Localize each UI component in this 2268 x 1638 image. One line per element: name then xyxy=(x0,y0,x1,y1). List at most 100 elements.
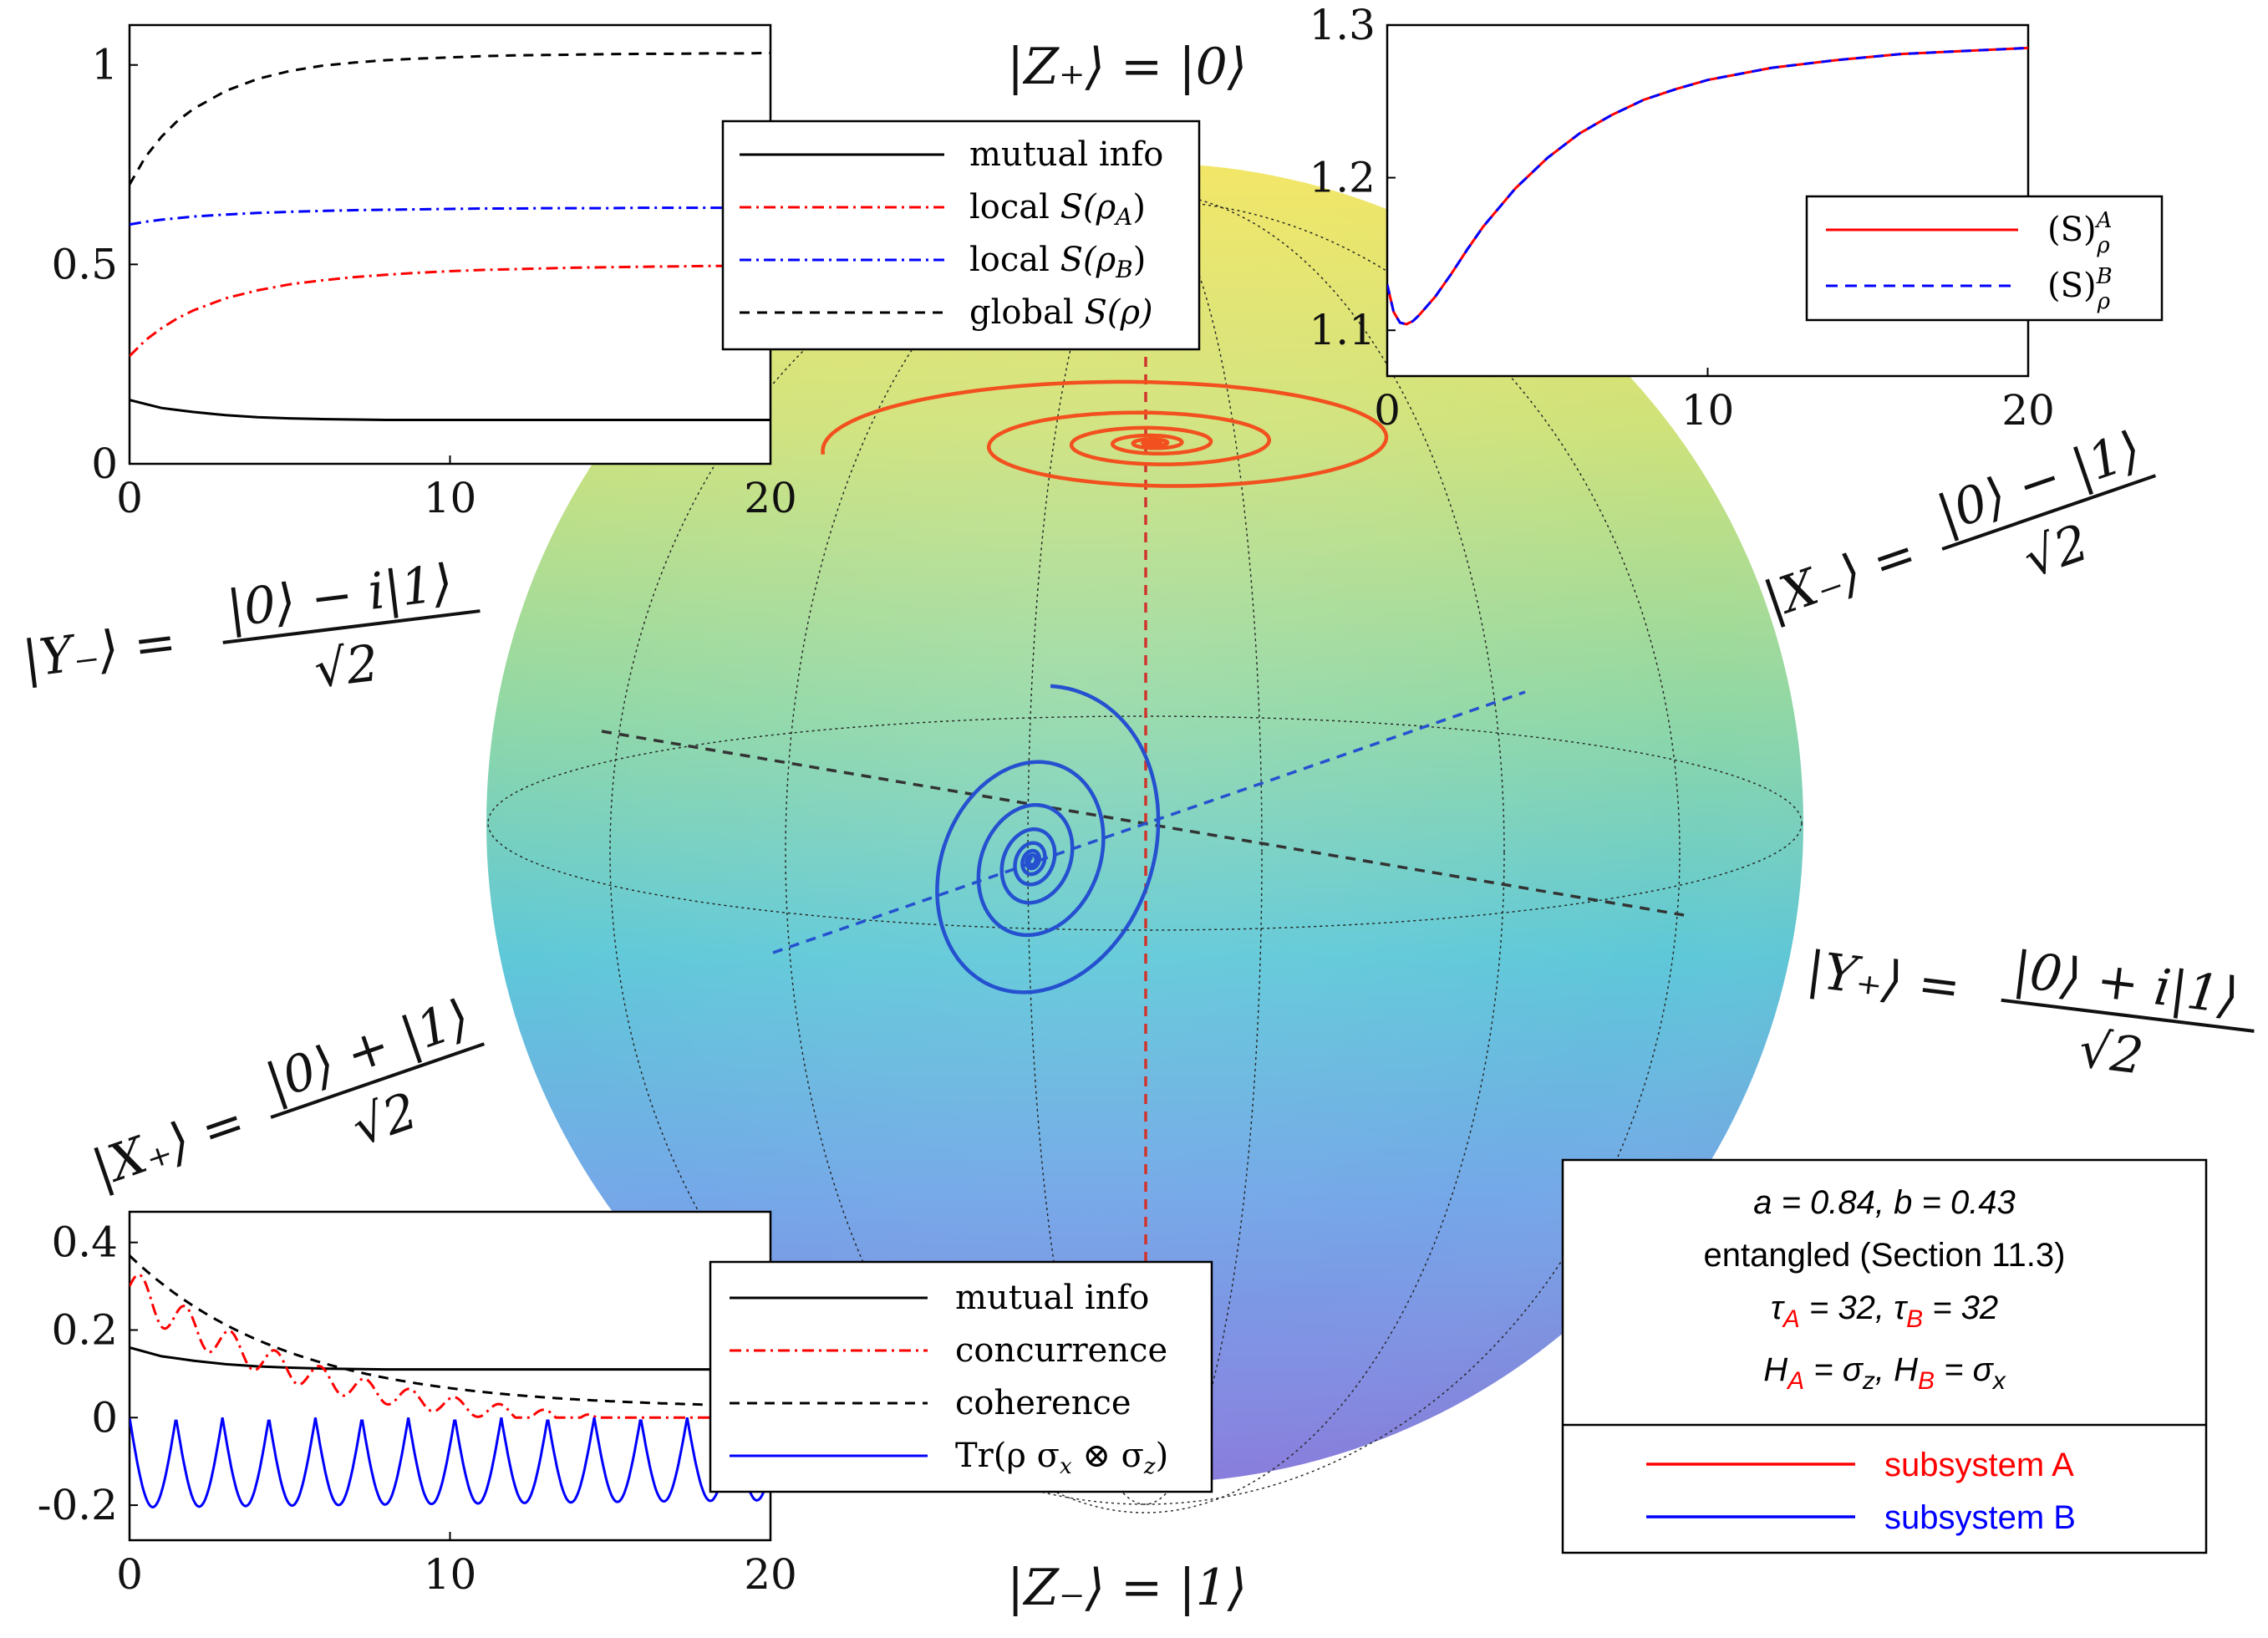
label-x-plus-den: √2 xyxy=(345,1081,425,1157)
legend-sb-label: local S(ρB) xyxy=(969,241,1146,283)
correlation-xtick-label: 20 xyxy=(744,1550,797,1599)
label-y-plus-den: √2 xyxy=(2076,1020,2146,1086)
correlation-series-0 xyxy=(130,1346,770,1371)
param-ha-eq: = xyxy=(1804,1351,1843,1388)
trajectory-subsystem-b xyxy=(935,684,1161,994)
legend-sa-math: S(ρ xyxy=(1060,188,1116,226)
legend-sb-math: S(ρ xyxy=(1060,241,1116,279)
parameter-box: a = 0.84, b = 0.43 entangled (Section 11… xyxy=(1561,1158,2208,1554)
param-tau-b-rest: = 32 xyxy=(1923,1290,1998,1326)
legend-sb-sub: B xyxy=(1115,256,1133,283)
trajectory-subsystem-a xyxy=(821,379,1389,488)
correlation-legend-box xyxy=(709,1260,1213,1493)
label-y-minus-bar xyxy=(222,609,481,644)
legend-tr-text: Tr(ρ σ xyxy=(955,1437,1060,1475)
param-tau-b-sym: τ xyxy=(1894,1290,1909,1326)
uncertainty-series-1 xyxy=(1387,46,2028,326)
legend-sa-close: ) xyxy=(1132,188,1146,226)
label-x-plus: |X₊⟩ = |0⟩ + |1⟩ √2 xyxy=(85,989,486,1198)
label-y-plus: |Y₊⟩ = |0⟩ + i|1⟩ √2 xyxy=(1803,940,2255,1086)
entropy-ytick-label: 0.5 xyxy=(51,240,118,288)
legend-sg-prefix: global xyxy=(969,293,1084,332)
label-y-plus-bar xyxy=(2001,998,2255,1033)
legend-conc-label: concurrence xyxy=(955,1331,1167,1370)
correlation-plot-area xyxy=(130,1254,770,1508)
label-x-minus-den: √2 xyxy=(2016,513,2096,589)
uncertainty-ytick-label: 1.3 xyxy=(1309,1,1376,49)
legend-sa-label: local S(ρA) xyxy=(969,188,1146,231)
legend-sg-math: S(ρ) xyxy=(1084,293,1152,332)
uncertainty-ytick-label: 1.1 xyxy=(1309,306,1376,354)
legend-mi2-label: mutual info xyxy=(955,1279,1149,1317)
legend-sa-prefix: local xyxy=(969,188,1060,226)
x-axis xyxy=(772,690,1526,954)
legend-tr-mid: ⊗ σ xyxy=(1072,1437,1144,1475)
uncertainty-xtick-label: 20 xyxy=(2001,386,2055,435)
equator-ring xyxy=(487,715,1803,931)
param-tau-a-sym: τ xyxy=(1771,1290,1786,1326)
label-x-minus-bar xyxy=(1941,474,2157,551)
correlation-ytick-label: 0.4 xyxy=(51,1218,118,1267)
entropy-panel-background xyxy=(128,23,772,465)
param-ha-sym: H xyxy=(1763,1351,1787,1388)
uncertainty-plot-area xyxy=(1387,46,2028,326)
label-x-plus-bar xyxy=(270,1042,486,1119)
legend-coh-label: coherence xyxy=(955,1384,1131,1422)
param-hb-sigma: σ xyxy=(1973,1351,1995,1388)
correlation-ytick-label: 0.2 xyxy=(51,1305,118,1354)
legend-sb-rho-sup: B xyxy=(2096,264,2113,289)
correlation-panel: 0 10 20 -0.2 0 0.2 0.4 mutual info concurrence… xyxy=(38,1210,1213,1599)
label-x-minus: |X₋⟩ = |0⟩ − |1⟩ √2 xyxy=(1757,420,2157,630)
legend-sa-rho-base: (S) xyxy=(2047,211,2097,249)
param-ha-sigma: σ xyxy=(1843,1351,1864,1388)
param-tau-a-sub: A xyxy=(1782,1305,1800,1333)
legend-sb-rho-base: (S) xyxy=(2047,267,2097,305)
legend-tr-sub2: z xyxy=(1143,1454,1156,1479)
legend-tr-close: ) xyxy=(1156,1437,1169,1475)
legend-subsystem-a-label: subsystem A xyxy=(1884,1447,2074,1483)
param-tau-a-rest: = 32, xyxy=(1800,1290,1894,1326)
correlation-series-3 xyxy=(130,1417,770,1508)
entropy-legend: mutual info local S(ρA) local S(ρB) glob… xyxy=(721,120,1201,351)
param-line-ab: a = 0.84, b = 0.43 xyxy=(1753,1184,2016,1221)
legend-sb-rho-sub: ρ xyxy=(2097,289,2111,314)
legend-sa-rho-sub: ρ xyxy=(2096,233,2110,258)
label-y-minus: |Y₋⟩ = |0⟩ − i|1⟩ √2 xyxy=(19,553,481,700)
legend-sg-label: global S(ρ) xyxy=(969,293,1153,332)
param-hb-sigma-sub: x xyxy=(1991,1367,2006,1395)
label-y-minus-den: √2 xyxy=(311,634,381,700)
bloch-sphere xyxy=(486,163,1803,1513)
correlation-ytick-label: -0.2 xyxy=(38,1481,118,1529)
uncertainty-xtick-label: 10 xyxy=(1681,386,1735,435)
legend-sb-prefix: local xyxy=(969,241,1060,279)
legend-tr-label: Tr(ρ σx ⊗ σz) xyxy=(955,1437,1168,1479)
state-labels: |Z₊⟩ = |0⟩ |Z₋⟩ = |1⟩ |Y₋⟩ = |0⟩ − i|1⟩ … xyxy=(19,38,2255,1617)
correlation-series-2 xyxy=(130,1254,770,1407)
correlation-xtick-label: 0 xyxy=(116,1550,143,1599)
param-hb-eq: = xyxy=(1935,1351,1973,1388)
label-x-plus-lhs: |X₊⟩ = xyxy=(85,1092,252,1198)
legend-subsystem-b-label: subsystem B xyxy=(1884,1499,2076,1536)
entropy-ytick-label: 0 xyxy=(91,440,118,488)
correlation-ytick-label: 0 xyxy=(91,1393,118,1442)
uncertainty-ticks: 0 10 20 1.1 1.2 1.3 xyxy=(1309,1,2054,435)
label-z-minus: |Z₋⟩ = |1⟩ xyxy=(1007,1559,1247,1617)
param-hb-sym: , H xyxy=(1875,1351,1918,1388)
entropy-series-3 xyxy=(130,51,770,186)
param-line-hamiltonians: HA = σz, HB = σx xyxy=(1763,1351,2006,1395)
param-hb-sub: B xyxy=(1918,1367,1935,1395)
uncertainty-xtick-label: 0 xyxy=(1374,386,1401,435)
uncertainty-ytick-label: 1.2 xyxy=(1309,154,1376,202)
param-line-entangled: entangled (Section 11.3) xyxy=(1704,1237,2066,1274)
correlation-panel-background xyxy=(128,1210,772,1542)
legend-sb-close: ) xyxy=(1133,241,1147,279)
correlation-xtick-label: 10 xyxy=(424,1550,477,1599)
label-y-minus-num: |0⟩ − i|1⟩ xyxy=(224,553,456,639)
meridian-ring-2 xyxy=(785,191,1505,1513)
